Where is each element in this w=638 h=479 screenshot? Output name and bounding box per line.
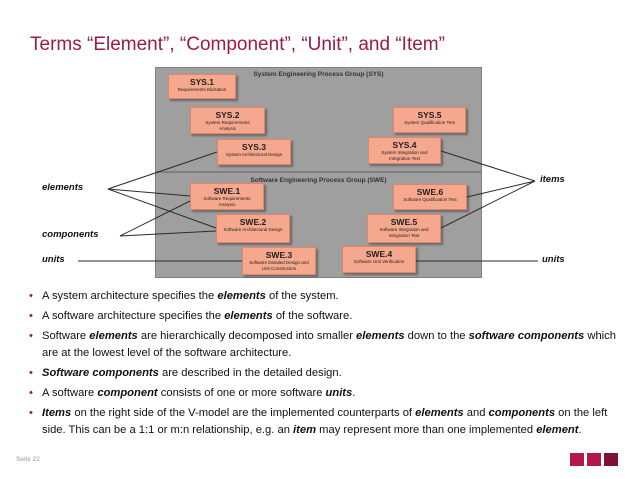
bullet-emphasis: elements <box>415 407 464 419</box>
bullet-item: A software architecture specifies the el… <box>27 308 617 325</box>
bullet-emphasis: Software components <box>42 367 159 379</box>
swe6-id: SWE.6 <box>416 187 444 197</box>
page-number: Seite 22 <box>16 456 40 463</box>
swe6-box: SWE.6 Software Qualification Test <box>393 184 467 210</box>
swe6-desc: Software Qualification Test <box>403 197 457 202</box>
swe1-desc: Software Requirements Analysis <box>203 196 251 207</box>
bullet-emphasis: elements <box>356 330 405 342</box>
swe2-box: SWE.2 Software Architectural Design <box>216 214 290 243</box>
swe3-box: SWE.3 Software Detailed Design and Unit … <box>242 247 316 275</box>
sys3-box: SYS.3 System Architectural Design <box>217 139 291 165</box>
swe5-desc: Software Integration and Integration Tes… <box>379 227 429 238</box>
bullet-item: A system architecture specifies the elem… <box>27 288 617 305</box>
label-items: items <box>540 174 565 185</box>
page-title: Terms “Element”, “Component”, “Unit”, an… <box>30 34 445 55</box>
label-elements: elements <box>42 182 84 193</box>
swe2-desc: Software Architectural Design <box>223 227 283 232</box>
bullet-text: are hierarchically decomposed into small… <box>137 330 357 342</box>
sys5-desc: System Qualification Test <box>404 120 455 125</box>
bullet-emphasis: elements <box>89 330 138 342</box>
sys4-id: SYS.4 <box>392 140 417 150</box>
bullet-list: A system architecture specifies the elem… <box>27 288 617 442</box>
bullet-text: which are at the lowest level of the sof… <box>42 330 616 359</box>
bullet-text: down to the <box>404 330 469 342</box>
bullet-text: A system architecture specifies the <box>42 290 218 302</box>
bullet-item: Items on the right side of the V-model a… <box>27 405 617 439</box>
bullet-item: Software elements are hierarchically dec… <box>27 328 617 362</box>
swe-group-title: Software Engineering Process Group (SWE) <box>250 177 387 184</box>
label-units-right: units <box>542 254 565 265</box>
swe3-id: SWE.3 <box>265 250 293 260</box>
bullet-text: . <box>578 424 582 436</box>
sys1-desc: Requirements Elicitation <box>177 87 227 92</box>
bullet-text: of the software. <box>272 310 353 322</box>
items-line-swe6 <box>466 180 536 198</box>
swe3-desc: Software Detailed Design and Unit Constr… <box>249 260 309 271</box>
elements-line-sys3 <box>107 151 218 190</box>
sys4-box: SYS.4 System Integration and Integration… <box>368 137 441 164</box>
sys4-desc: System Integration and Integration Test <box>381 150 428 161</box>
bullet-text: A software architecture specifies the <box>42 310 225 322</box>
bullet-emphasis: element <box>536 424 579 436</box>
swe5-id: SWE.5 <box>390 217 418 227</box>
bullet-item: A software component consists of one or … <box>27 385 617 402</box>
components-line-swe1 <box>119 200 191 237</box>
bullet-emphasis: item <box>293 424 317 436</box>
bullet-emphasis: software components <box>468 330 585 342</box>
bullet-text: consists of one or more software <box>157 387 326 399</box>
bullet-item: Software components are described in the… <box>27 365 617 382</box>
bullet-text: Software <box>42 330 90 342</box>
bullet-emphasis: elements <box>217 290 266 302</box>
bullet-emphasis: component <box>97 387 158 399</box>
sys1-id: SYS.1 <box>189 77 215 87</box>
items-line-swe5 <box>440 180 536 229</box>
label-components: components <box>42 229 99 240</box>
sys3-id: SYS.3 <box>241 142 267 152</box>
components-line-swe2 <box>119 230 217 237</box>
bullet-text: on the left side. This can be a 1:1 or m… <box>42 407 608 436</box>
swe2-id: SWE.2 <box>239 217 267 227</box>
sys3-desc: System Architectural Design <box>225 152 283 157</box>
sys5-id: SYS.5 <box>417 110 442 120</box>
swe1-box: SWE.1 Software Requirements Analysis <box>190 183 264 210</box>
bullet-text: are described in the detailed design. <box>158 367 342 379</box>
label-units-left: units <box>42 254 65 265</box>
bullet-emphasis: elements <box>224 310 273 322</box>
decor-square-2 <box>587 453 601 466</box>
sys1-box: SYS.1 Requirements Elicitation <box>168 74 236 99</box>
bullet-text: . <box>352 387 356 399</box>
decor-square-3 <box>604 453 618 466</box>
sys2-desc: System Requirements Analysis <box>205 120 250 131</box>
bullet-text: on the right side of the V-model are the… <box>71 407 416 419</box>
bullet-emphasis: units <box>325 387 353 399</box>
sys2-id: SYS.2 <box>215 110 240 120</box>
sys5-box: SYS.5 System Qualification Test <box>393 107 466 133</box>
items-line-sys4 <box>440 150 536 182</box>
swe5-box: SWE.5 Software Integration and Integrati… <box>367 214 441 243</box>
bullet-text: A software <box>42 387 98 399</box>
bullet-text: of the system. <box>265 290 339 302</box>
swe4-desc: Software Unit Verification <box>353 259 405 264</box>
sys2-box: SYS.2 System Requirements Analysis <box>190 107 265 134</box>
bullet-emphasis: Items <box>42 407 72 419</box>
decor-square-1 <box>570 453 584 466</box>
elements-line-swe1 <box>107 188 191 197</box>
bullet-text: may represent more than one implemented <box>316 424 537 436</box>
elements-line-swe2 <box>107 188 217 229</box>
sys-group-title: System Engineering Process Group (SYS) <box>253 71 384 78</box>
swe4-box: SWE.4 Software Unit Verification <box>342 246 416 273</box>
swe4-id: SWE.4 <box>365 249 393 259</box>
swe1-id: SWE.1 <box>213 186 241 196</box>
bullet-emphasis: components <box>488 407 556 419</box>
bullet-text: and <box>463 407 489 419</box>
